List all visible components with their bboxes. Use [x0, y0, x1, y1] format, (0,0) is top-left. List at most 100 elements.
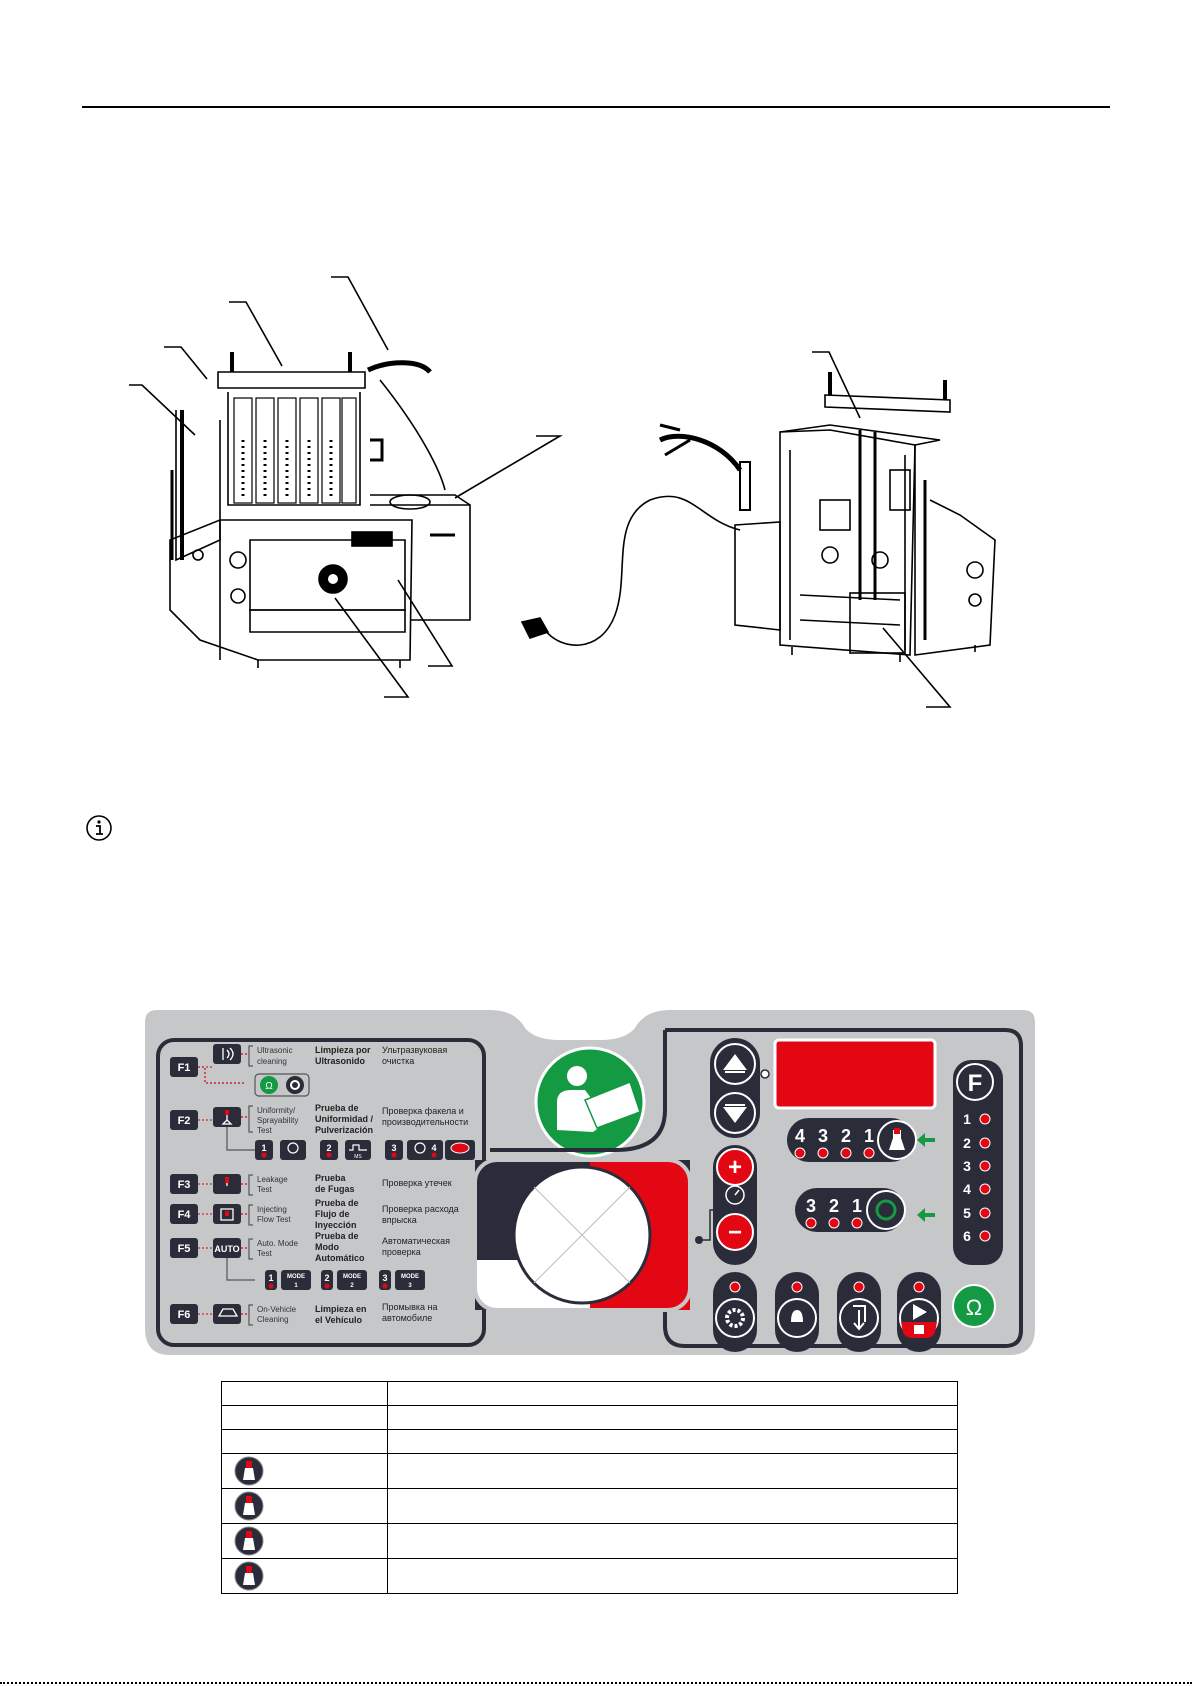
spray-nozzle-icon: [234, 1561, 264, 1591]
bottom-rule: [0, 1682, 1192, 1684]
f4-key[interactable]: F4: [178, 1209, 192, 1221]
function-list: F1 F2 F3 F4 F5 F6 AUTO: [170, 1044, 475, 1326]
plus-button[interactable]: [716, 1148, 754, 1186]
arrow-down-icon: [723, 1107, 747, 1123]
injector-select-column: F 1 2 3 4 5 6: [953, 1060, 1003, 1265]
control-panel: F1 F2 F3 F4 F5 F6 AUTO: [145, 1010, 1035, 1355]
machine-illustrations: [129, 276, 996, 708]
svg-text:2: 2: [324, 1273, 329, 1283]
cycle-icon: [866, 1190, 906, 1230]
gear-button[interactable]: [713, 1272, 757, 1352]
panel-legend-table: [221, 1381, 958, 1594]
f-button[interactable]: [956, 1063, 994, 1101]
ultrasonic-icon: [213, 1044, 241, 1064]
front-machine-figure: [129, 276, 563, 698]
svg-text:3: 3: [382, 1273, 387, 1283]
svg-text:MODE: MODE: [287, 1274, 305, 1280]
drain-button[interactable]: [837, 1272, 881, 1352]
digital-display: [773, 1038, 937, 1110]
svg-text:Ω: Ω: [966, 1295, 982, 1320]
svg-text:4: 4: [795, 1126, 805, 1146]
svg-text:+: +: [728, 1154, 742, 1181]
top-rule: [82, 106, 1110, 108]
gear-icon: [725, 1308, 745, 1328]
table-row: [221, 1381, 958, 1406]
svg-text:Ω: Ω: [265, 1081, 273, 1092]
svg-text:6: 6: [963, 1228, 971, 1244]
svg-text:MODE: MODE: [343, 1274, 361, 1280]
svg-text:3: 3: [391, 1143, 396, 1153]
table-row: [221, 1488, 958, 1524]
rear-machine-figure: [734, 351, 996, 708]
svg-text:5: 5: [963, 1205, 971, 1221]
svg-text:2: 2: [829, 1196, 839, 1216]
auto-key-label[interactable]: AUTO: [214, 1244, 239, 1254]
svg-text:3: 3: [806, 1196, 816, 1216]
svg-text:4: 4: [963, 1181, 971, 1197]
lamp-icon: [791, 1310, 803, 1322]
svg-text:MODE: MODE: [401, 1274, 419, 1280]
gauge-icon: [725, 1185, 745, 1205]
svg-text:1: 1: [268, 1273, 273, 1283]
power-button[interactable]: Ω: [952, 1284, 996, 1328]
svg-text:F: F: [968, 1070, 983, 1097]
f5-key[interactable]: F5: [178, 1243, 191, 1255]
svg-text:3: 3: [963, 1158, 971, 1174]
svg-text:1: 1: [963, 1111, 971, 1127]
svg-text:1: 1: [852, 1196, 862, 1216]
svg-text:1: 1: [261, 1143, 266, 1153]
svg-text:2: 2: [326, 1143, 331, 1153]
table-row: [221, 1405, 958, 1430]
bottom-buttons: Ω: [713, 1272, 996, 1352]
f3-key[interactable]: F3: [178, 1179, 191, 1191]
svg-text:2: 2: [841, 1126, 851, 1146]
svg-text:3: 3: [408, 1283, 412, 1289]
play-stop-button[interactable]: [897, 1272, 941, 1352]
cylinder-row-b: 3 2 1: [795, 1188, 935, 1232]
table-row: [221, 1523, 958, 1559]
table-row: [221, 1558, 958, 1594]
arrow-up-icon: [723, 1054, 747, 1070]
f1-key[interactable]: F1: [178, 1062, 191, 1074]
f3-ru-text: Проверка утечек: [382, 1178, 452, 1188]
power-cable-figure: [520, 423, 743, 646]
svg-text:1: 1: [294, 1283, 298, 1289]
play-stop-icon: [913, 1304, 927, 1320]
svg-text:4: 4: [431, 1143, 436, 1153]
cylinder-row-a: 4 3 2 1: [787, 1118, 935, 1162]
spray-nozzle-icon: [234, 1491, 264, 1521]
lamp-button[interactable]: [775, 1272, 819, 1352]
info-icon: [86, 815, 112, 841]
speed-knob[interactable]: [473, 1158, 692, 1312]
svg-text:3: 3: [818, 1126, 828, 1146]
f2-key[interactable]: F2: [178, 1115, 191, 1127]
table-row: [221, 1429, 958, 1454]
spray-nozzle-icon: [234, 1456, 264, 1486]
vehicle-icon: [213, 1304, 241, 1324]
f6-key[interactable]: F6: [178, 1309, 191, 1321]
svg-text:MS: MS: [354, 1154, 362, 1160]
svg-text:2: 2: [963, 1135, 971, 1151]
table-row: [221, 1453, 958, 1489]
svg-text:2: 2: [350, 1283, 354, 1289]
svg-text:1: 1: [864, 1126, 874, 1146]
minus-button[interactable]: [716, 1213, 754, 1251]
drain-icon: [853, 1305, 866, 1331]
